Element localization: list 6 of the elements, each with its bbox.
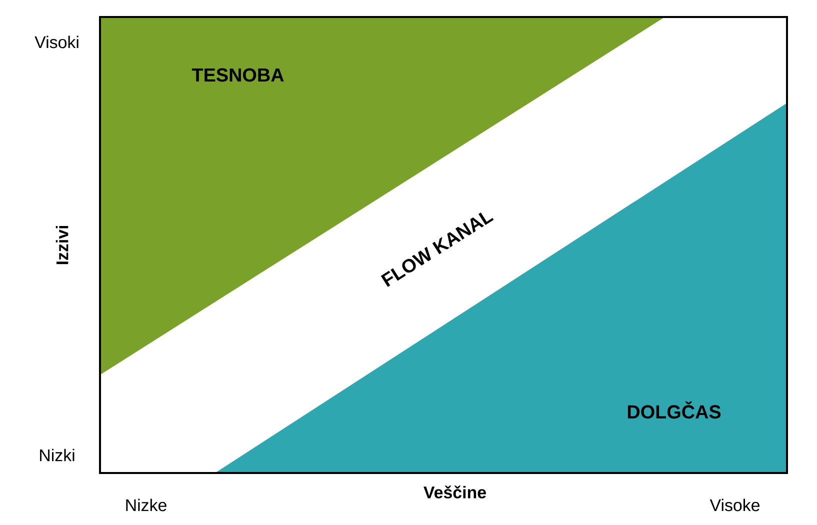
axis-label: Visoke — [710, 498, 760, 512]
axis-label: Nizke — [126, 498, 166, 512]
axis-title: Veščine — [424, 486, 486, 498]
axis-label: Nizki — [40, 448, 74, 462]
axis-title: Izzivi — [56, 226, 68, 264]
axis-label: Visoki — [34, 36, 78, 48]
